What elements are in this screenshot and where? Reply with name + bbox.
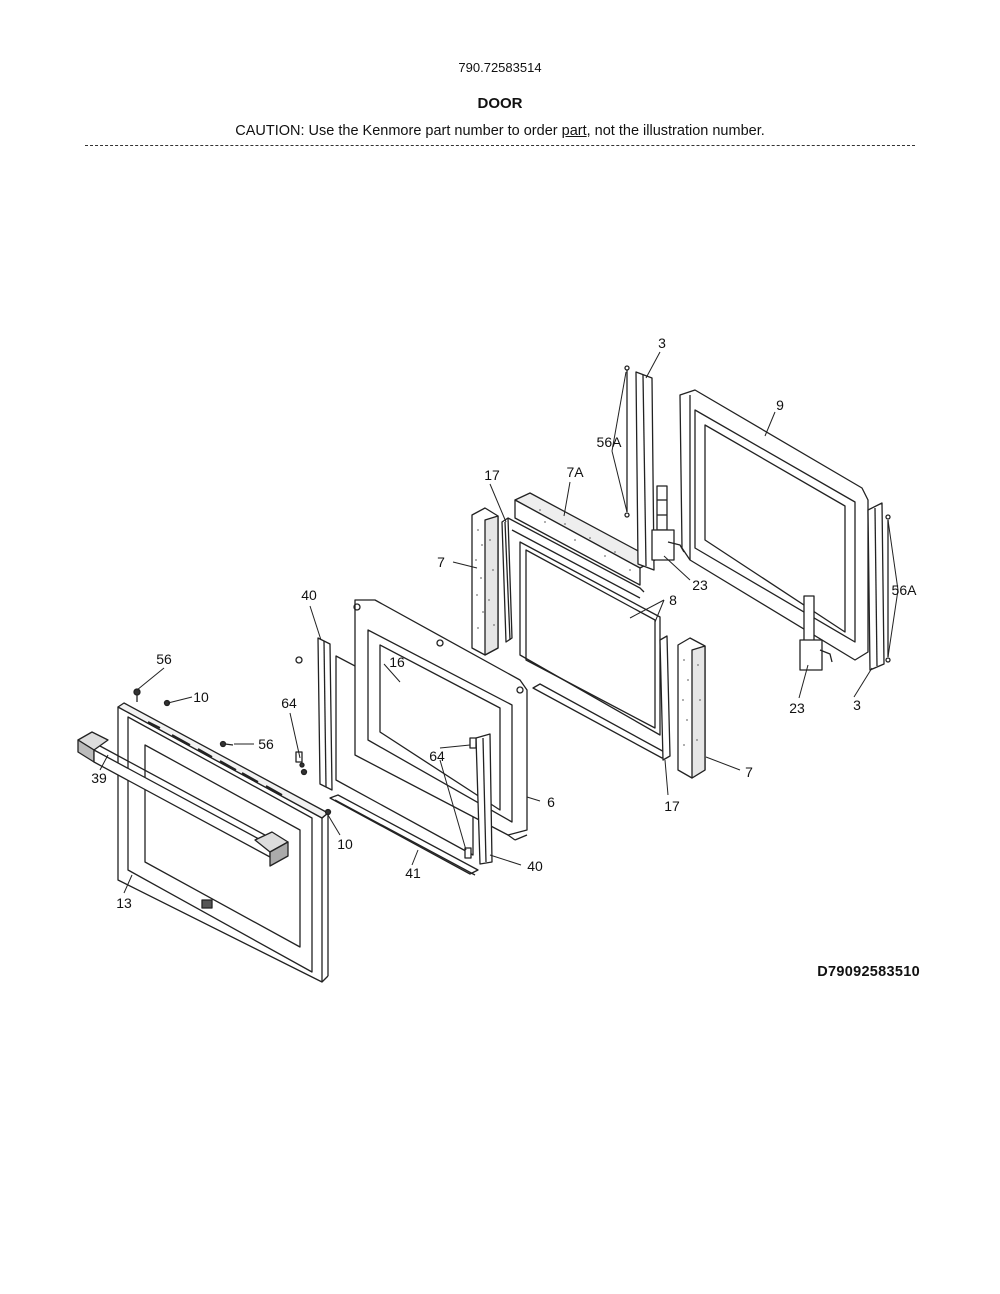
- callout-23-bottom: 23: [789, 700, 805, 716]
- callout-13: 13: [116, 895, 132, 911]
- callout-64-mid: 64: [429, 748, 445, 764]
- hinge-bracket-3-left: [624, 365, 655, 571]
- caution-part-word: part: [561, 123, 587, 139]
- glass-seal-17-top: [501, 517, 645, 643]
- callout-56A-right: 56A: [892, 582, 918, 598]
- outer-door-panel: [117, 702, 329, 983]
- callout-3-top: 3: [658, 335, 666, 351]
- door-handle: [77, 731, 289, 867]
- section-title: DOOR: [477, 95, 523, 112]
- caution-text-start: CAUTION: Use the Kenmore part number to …: [235, 123, 562, 139]
- left-channel-40: [317, 637, 333, 791]
- callout-56-mid: 56: [258, 736, 274, 752]
- callout-17-bottom: 17: [664, 798, 680, 814]
- hinge-23-lower: [799, 595, 833, 671]
- caution-note: CAUTION: Use the Kenmore part number to …: [0, 123, 1000, 139]
- header-divider: [85, 145, 915, 146]
- callout-56-top: 56: [156, 651, 172, 667]
- caution-text-end: , not the illustration number.: [586, 123, 765, 139]
- callout-10-bottom: 10: [337, 836, 353, 852]
- insulation-left-7: [471, 507, 499, 656]
- bottom-trim-41: [329, 794, 479, 876]
- callout-23-top: 23: [692, 577, 708, 593]
- callout-labels: 3 9 56A 7A 17 7 23 56A 8 40 56 10 64 16 …: [91, 335, 917, 911]
- callout-64-left: 64: [281, 695, 297, 711]
- door-screws: [133, 656, 332, 816]
- model-number: 790.72583514: [458, 60, 542, 75]
- callout-9: 9: [776, 397, 784, 413]
- right-channel-40: [475, 733, 493, 865]
- drawing-code: D79092583510: [817, 964, 920, 980]
- callout-40-bottom: 40: [527, 858, 543, 874]
- insulation-right-7: [677, 637, 706, 779]
- callout-41: 41: [405, 865, 421, 881]
- callout-16: 16: [389, 654, 405, 670]
- callout-56A-left: 56A: [597, 434, 623, 450]
- hinge-bracket-3-right: [867, 502, 891, 671]
- callout-40-top: 40: [301, 587, 317, 603]
- middle-glass-8: [519, 541, 661, 736]
- leader-lines: [99, 351, 899, 894]
- callout-39: 39: [91, 770, 107, 786]
- callout-8: 8: [669, 592, 677, 608]
- callout-3-bottom: 3: [853, 697, 861, 713]
- callout-6: 6: [547, 794, 555, 810]
- hinge-23-upper: [651, 485, 685, 561]
- callout-7A: 7A: [566, 464, 584, 480]
- callout-7-right: 7: [745, 764, 753, 780]
- callout-17-top: 17: [484, 467, 500, 483]
- door-liner-9: [679, 389, 869, 661]
- callout-10-top: 10: [193, 689, 209, 705]
- callout-7-left: 7: [437, 554, 445, 570]
- glass-seal-17-bottom: [532, 635, 671, 761]
